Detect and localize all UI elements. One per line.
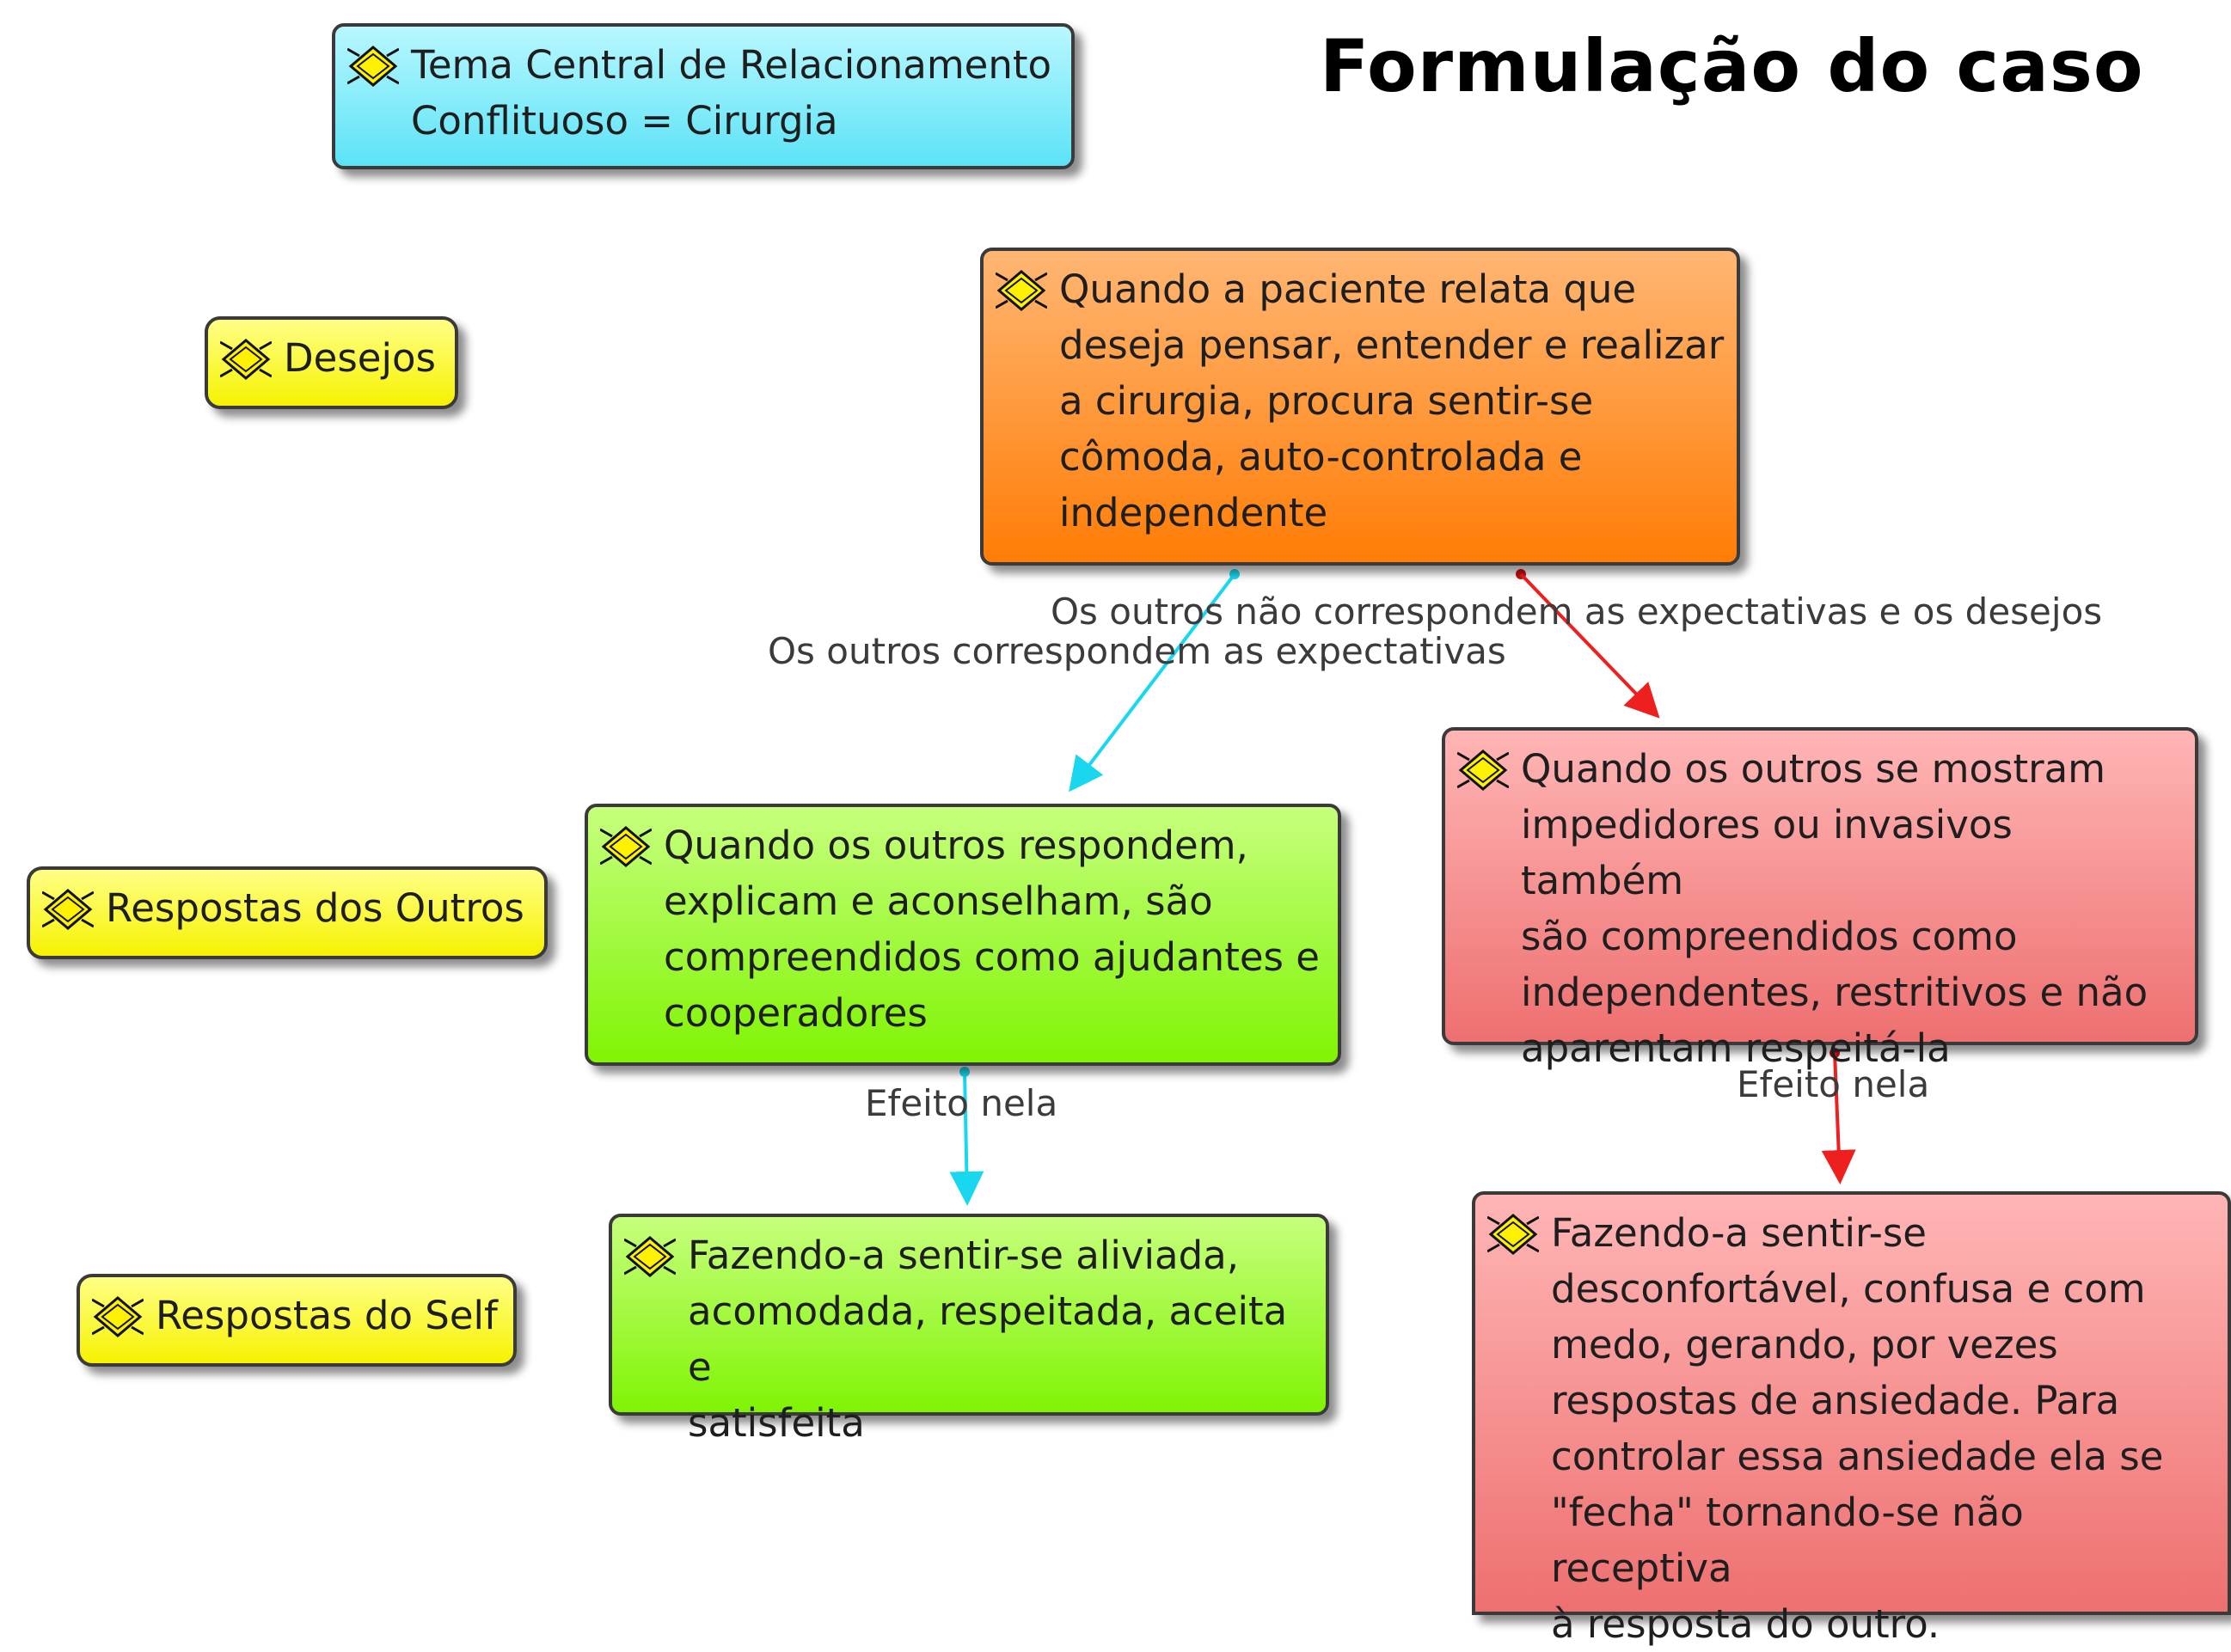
map-topic-icon (1487, 1214, 1539, 1255)
node-self-positivo-text: Fazendo-a sentir-se aliviada, acomodada,… (688, 1233, 1288, 1446)
node-respostas-dos-outros-text: Respostas dos Outros (106, 885, 524, 931)
node-tema-central[interactable]: Tema Central de Relacionamento Conflituo… (332, 23, 1075, 169)
node-respostas-do-self-text: Respostas do Self (156, 1293, 498, 1338)
node-desejos-text: Desejos (284, 335, 436, 381)
edge-label-nao-corresponde: Os outros não correspondem as expectativ… (1051, 590, 2103, 633)
map-topic-icon (347, 46, 399, 87)
node-respostas-do-self[interactable]: Respostas do Self (77, 1274, 517, 1367)
diagram-title: Formulação do caso (1320, 24, 2144, 108)
connector-layer (949, 569, 1856, 1206)
edge-corresponde[interactable] (1069, 569, 1240, 792)
edge-label-efeito-positivo: Efeito nela (865, 1082, 1058, 1124)
map-topic-icon (220, 339, 272, 380)
map-topic-icon (92, 1296, 144, 1337)
node-outros-negativo-text: Quando os outros se mostram impedidores … (1521, 746, 2148, 1071)
node-desejos[interactable]: Desejos (205, 316, 458, 409)
node-self-positivo[interactable]: Fazendo-a sentir-se aliviada, acomodada,… (609, 1214, 1329, 1446)
node-outros-negativo[interactable]: Quando os outros se mostram impedidores … (1442, 727, 2198, 1071)
node-self-negativo-text: Fazendo-a sentir-se desconfortável, conf… (1551, 1210, 2164, 1647)
node-desejo-paciente[interactable]: Quando a paciente relata que deseja pens… (980, 248, 1740, 566)
node-outros-positivo-text: Quando os outros respondem, explicam e a… (664, 823, 1320, 1036)
node-outros-positivo[interactable]: Quando os outros respondem, explicam e a… (585, 804, 1341, 1066)
edge-label-efeito-negativo: Efeito nela (1737, 1063, 1930, 1105)
node-desejo-paciente-text: Quando a paciente relata que deseja pens… (1059, 266, 1725, 535)
edge-label-corresponde: Os outros correspondem as expectativas (768, 630, 1506, 672)
edge-efeito-negativo[interactable] (1821, 1048, 1856, 1184)
map-topic-icon (1457, 750, 1509, 791)
map-topic-icon (600, 826, 652, 867)
map-topic-icon (996, 270, 1047, 311)
node-respostas-dos-outros[interactable]: Respostas dos Outros (27, 866, 548, 959)
edge-efeito-positivo[interactable] (949, 1067, 984, 1206)
edge-nao-corresponde[interactable] (1516, 569, 1660, 719)
map-topic-icon (42, 889, 94, 930)
map-topic-icon (624, 1236, 676, 1277)
node-self-negativo[interactable]: Fazendo-a sentir-se desconfortável, conf… (1472, 1191, 2231, 1647)
node-tema-central-text: Tema Central de Relacionamento Conflituo… (411, 42, 1052, 144)
